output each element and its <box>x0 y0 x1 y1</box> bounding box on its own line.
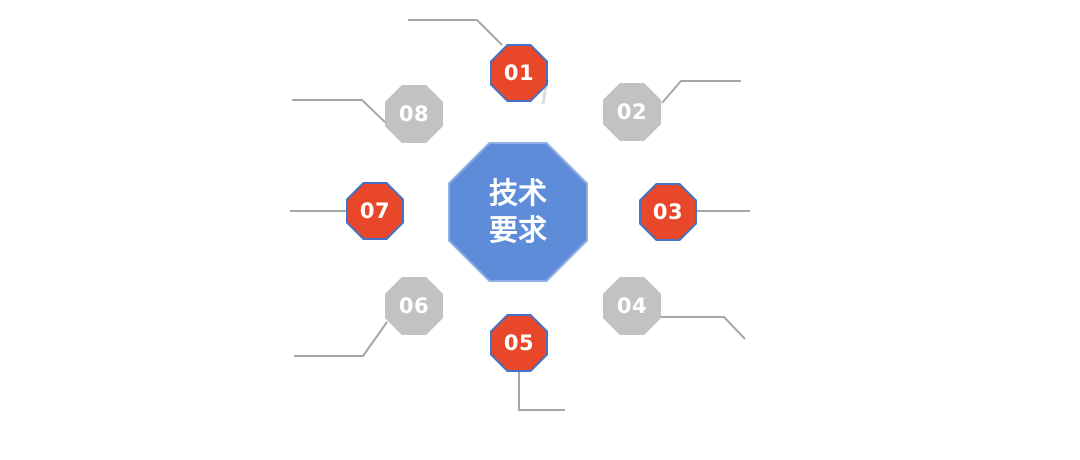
leader-line-06 <box>294 321 388 357</box>
center-label-line2: 要求 <box>488 213 547 247</box>
node-01: 01 <box>490 44 548 102</box>
node-01-label: 01 <box>503 61 535 85</box>
node-06: 06 <box>385 277 443 335</box>
center-label-line1: 技术 <box>488 176 547 210</box>
node-04: 04 <box>603 277 661 335</box>
leader-line-05 <box>518 371 565 411</box>
node-08: 08 <box>385 85 443 143</box>
stray-mark <box>541 84 548 105</box>
leader-line-01 <box>408 19 503 46</box>
node-03-label: 03 <box>652 200 684 224</box>
leader-line-08 <box>292 99 388 125</box>
node-05-label: 05 <box>503 331 535 355</box>
node-07: 07 <box>346 182 404 240</box>
node-07-label: 07 <box>359 199 391 223</box>
node-03: 03 <box>639 183 697 241</box>
center-node: 技术 要求 <box>448 142 588 282</box>
center-node-fill: 技术 要求 <box>450 144 586 280</box>
node-04-label: 04 <box>616 294 648 318</box>
node-08-label: 08 <box>398 102 430 126</box>
node-02-label: 02 <box>616 100 648 124</box>
node-06-label: 06 <box>398 294 430 318</box>
leader-line-04 <box>661 316 746 340</box>
leader-line-02 <box>661 80 741 104</box>
node-02: 02 <box>603 83 661 141</box>
node-05: 05 <box>490 314 548 372</box>
